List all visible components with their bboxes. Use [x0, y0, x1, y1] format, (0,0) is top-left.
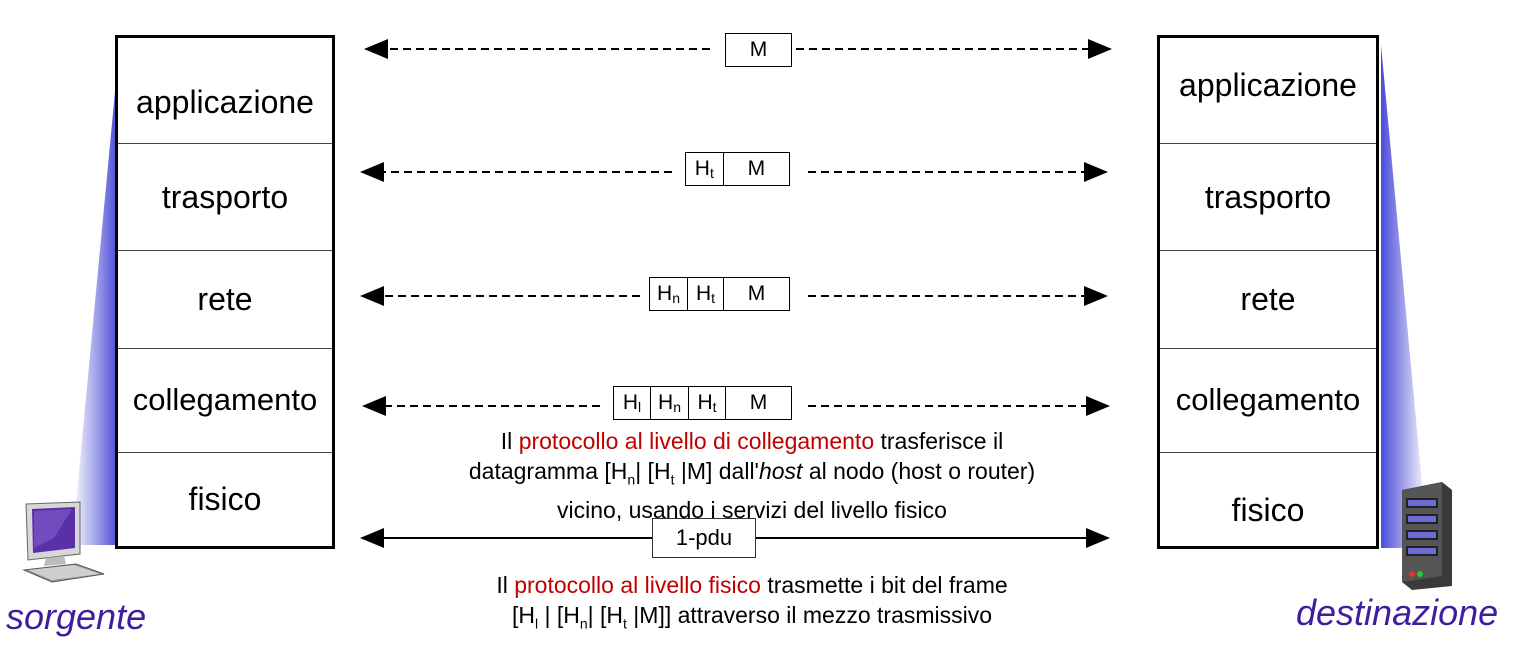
destination-stack: applicazione trasporto rete collegamento…: [1157, 35, 1379, 549]
destination-layer-physical: fisico: [1231, 491, 1305, 528]
destination-layer-application: applicazione: [1160, 38, 1376, 144]
pdu-label: 1-pdu: [652, 518, 756, 558]
source-layer-network: rete: [118, 250, 332, 349]
computer-icon: [22, 501, 105, 583]
link-protocol-highlight: protocollo al livello di collegamento: [518, 428, 875, 454]
source-shadow: [72, 60, 118, 545]
link-caption: Il protocollo al livello di collegamento…: [362, 426, 1142, 525]
destination-label: destinazione: [1296, 592, 1499, 633]
source-stack: applicazione trasporto rete collegamento…: [115, 35, 335, 549]
physical-caption-line-1: Il protocollo al livello fisico trasmett…: [496, 572, 1008, 598]
source-layer-physical: fisico: [188, 480, 262, 517]
destination-layer-link: collegamento: [1160, 348, 1376, 453]
link-caption-line-1: Il protocollo al livello di collegamento…: [500, 428, 1004, 454]
physical-caption: Il protocollo al livello fisico trasmett…: [362, 570, 1142, 639]
link-caption-line-2: datagramma [Hn| [Ht |M] dall'host al nod…: [468, 458, 1036, 488]
destination-layer-network: rete: [1160, 250, 1376, 349]
physical-protocol-highlight: protocollo al livello fisico: [514, 572, 761, 598]
destination-shadow: [1381, 45, 1428, 548]
message-cell: M: [749, 391, 768, 414]
source-layer-link: collegamento: [118, 348, 332, 453]
source-layer-application: applicazione: [118, 38, 332, 144]
source-layer-transport: trasporto: [118, 144, 332, 251]
message-cell: M: [747, 157, 766, 180]
physical-caption-line-2: [Hl | [Hn| [Ht |M]] attraverso il mezzo …: [511, 602, 993, 632]
destination-layer-transport: trasporto: [1160, 144, 1376, 251]
message-cell: M: [749, 38, 768, 61]
source-label: sorgente: [6, 596, 147, 637]
server-icon: [1402, 482, 1452, 590]
application-message: M: [725, 33, 792, 67]
message-cell: M: [747, 282, 766, 305]
